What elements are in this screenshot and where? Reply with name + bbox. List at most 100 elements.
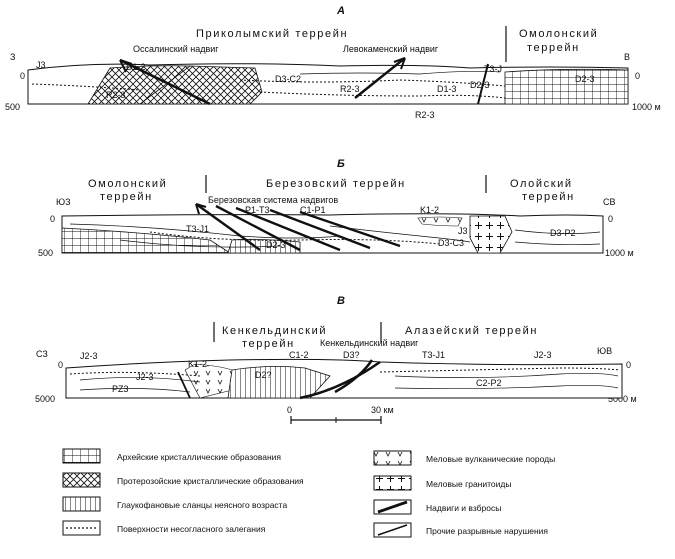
- section-c-end-right: ЮВ: [597, 346, 612, 356]
- section-a-terrane-2: Омолонский: [519, 28, 598, 40]
- section-a-depth-right-1: 1000 м: [632, 102, 661, 112]
- legend-label: Надвиги и взбросы: [426, 503, 501, 513]
- section-c: В Кенкельдинский террейн Алазейский терр…: [35, 295, 637, 404]
- section-a-layer-line: [299, 70, 501, 75]
- section-b-terrane-3: Березовский террейн: [266, 178, 406, 190]
- legend-label: Поверхности несогласного залегания: [117, 524, 266, 534]
- section-b-end-left: ЮЗ: [56, 197, 71, 207]
- section-c-letter: В: [337, 295, 345, 307]
- section-a-thrust-levokamensky: [354, 57, 406, 99]
- legend-swatch-unconformity: [62, 520, 101, 536]
- section-a-thrust-arrow-2: [393, 57, 406, 70]
- unit-label: PZ3: [112, 384, 129, 394]
- legend-label: Архейские кристаллические образования: [117, 452, 281, 462]
- legend-label: Протерозойские кристаллические образован…: [117, 476, 304, 486]
- section-a-end-right: В: [624, 52, 630, 62]
- section-b-terrane-2: террейн: [100, 191, 153, 203]
- unit-label: J3: [36, 60, 46, 70]
- section-b-letter: Б: [337, 158, 345, 170]
- section-a-proterozoic-block-2: [138, 65, 263, 105]
- legend-label: Меловые гранитоиды: [426, 479, 511, 489]
- section-a-terrane-1: Приколымский террейн: [196, 28, 348, 40]
- unit-label: D3-C3: [438, 238, 464, 248]
- legend-swatch-proterozoic: [62, 472, 101, 488]
- section-b-glaucophane-block: [227, 238, 301, 254]
- section-b-depth-left-0: 0: [50, 214, 55, 224]
- section-a-letter: А: [336, 5, 345, 17]
- unit-label: D2-3: [266, 240, 286, 250]
- unit-label: D3-C2: [275, 74, 301, 84]
- unit-label: D2?: [255, 370, 272, 380]
- unit-label: D3?: [343, 350, 360, 360]
- section-a-terrane-3: террейн: [527, 42, 580, 54]
- section-b-granitoids: [469, 215, 513, 254]
- section-c-terrane-2: террейн: [242, 338, 295, 350]
- section-b-volcanic: [417, 216, 463, 227]
- section-b-thrust-arrow: [195, 203, 207, 215]
- unit-label: D2-3: [470, 80, 490, 90]
- section-b-terrane-1: Омолонский: [88, 178, 167, 190]
- section-a-depth-right-0: 0: [635, 71, 640, 81]
- section-a-fault-2: Левокаменский надвиг: [343, 44, 439, 54]
- section-a-thrust-arrow-1: [119, 59, 133, 73]
- unit-label: J2-3: [534, 350, 552, 360]
- unit-label: R2-3: [106, 90, 126, 100]
- legend-swatch-granitoids: [373, 475, 412, 491]
- section-c-fault-other: [177, 371, 191, 399]
- unit-label: T3-J1: [186, 224, 209, 234]
- unit-label: R2-3: [415, 110, 435, 120]
- unit-label: J2-3: [136, 372, 154, 382]
- legend-swatch-glaucophane: [62, 496, 101, 512]
- unit-label: D2-3: [575, 74, 595, 84]
- section-b-end-right: СВ: [603, 197, 616, 207]
- section-a-depth-left-1: 500: [5, 102, 20, 112]
- section-b-fault-1: Березовская система надвигов: [208, 195, 338, 205]
- unit-label: T3-J: [484, 64, 502, 74]
- unit-label: T3-J1: [422, 350, 445, 360]
- unit-label: C1-2: [289, 350, 309, 360]
- section-a-thrust-ossalinsky: [119, 58, 211, 106]
- unit-label: K1-2: [188, 359, 207, 369]
- unit-label: J3: [458, 226, 468, 236]
- section-b-terrane-5: террейн: [522, 191, 575, 203]
- section-c-unconformity: [69, 367, 621, 377]
- section-b-depth-right-0: 0: [608, 214, 613, 224]
- section-c-depth-left-0: 0: [58, 360, 63, 370]
- scale-start: 0: [287, 405, 292, 415]
- section-a-end-left: З: [10, 52, 15, 62]
- section-c-depth-right-0: 0: [626, 360, 631, 370]
- legend-label: Прочие разрывные нарушения: [426, 526, 548, 536]
- section-a-unconformity: [31, 79, 506, 99]
- unit-label: R2-3: [340, 84, 360, 94]
- thrust-line-icon: [377, 500, 408, 514]
- section-b-unconformity: [149, 231, 441, 245]
- section-a: А Приколымский террейн Омолонский террей…: [5, 5, 661, 120]
- section-c-depth-left-1: 5000: [35, 394, 55, 404]
- unit-label: C1-P1: [300, 205, 326, 215]
- scale-bar: 0 30 км: [287, 405, 394, 424]
- section-b-terrane-4: Олойский: [510, 178, 573, 190]
- legend-label: Меловые вулканические породы: [426, 454, 555, 464]
- section-b-thrust-system: [195, 203, 401, 252]
- section-c-thrust-2: [334, 359, 374, 394]
- fault-line-icon: [377, 524, 408, 536]
- legend-swatch-volcanic: [373, 450, 412, 466]
- unit-label: D3-P2: [550, 228, 576, 238]
- scale-end: 30 км: [371, 405, 394, 415]
- section-a-fault-1: Оссалинский надвиг: [133, 44, 219, 54]
- section-a-fault-other: [477, 63, 489, 105]
- unit-label: J2-3: [80, 351, 98, 361]
- unit-label: K1-2: [420, 205, 439, 215]
- section-c-depth-right-1: 5000 м: [608, 394, 637, 404]
- section-b-archean-block: [61, 227, 232, 254]
- section-c-terrane-1: Кенкельдинский: [222, 325, 327, 337]
- unit-label: P1-T3: [245, 205, 270, 215]
- unit-label: D1-3: [437, 84, 457, 94]
- unit-label: C2-P2: [476, 378, 502, 388]
- section-b: Б Омолонский террейн Березовский террейн…: [38, 158, 634, 258]
- section-b-depth-left-1: 500: [38, 248, 53, 258]
- section-c-thrust-kenkeldinsky: [299, 360, 381, 400]
- section-b-depth-right-1: 1000 м: [605, 248, 634, 258]
- section-c-glaucophane-block: [227, 366, 331, 399]
